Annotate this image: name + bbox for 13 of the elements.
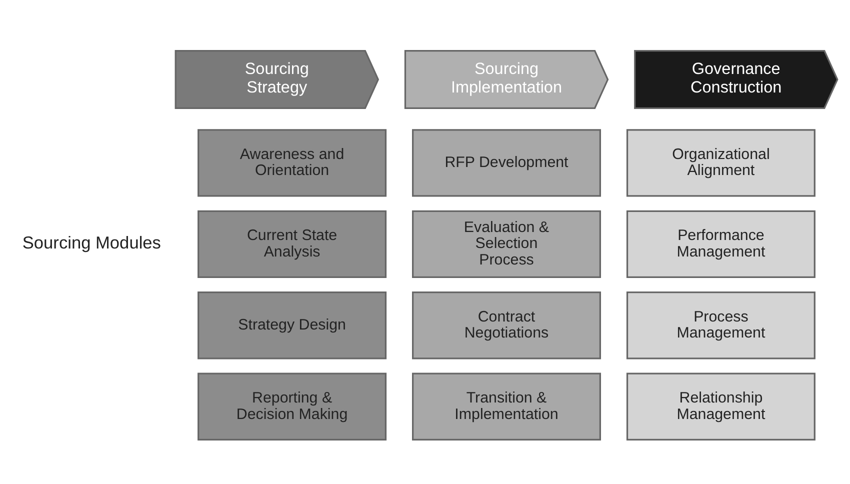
node-box: Performance Management — [626, 210, 816, 278]
label: Sourcing Modules — [22, 232, 161, 252]
node-box: Contract Negotiations — [412, 292, 601, 360]
node-box: Awareness and Orientation — [198, 129, 387, 197]
node-box: RFP Development — [412, 129, 601, 197]
node-box: Evaluation & Selection Process — [412, 210, 601, 278]
node-box: Process Management — [626, 292, 816, 360]
node-box: Relationship Management — [626, 372, 816, 440]
node-box: Current State Analysis — [198, 210, 387, 278]
node-box: Strategy Design — [198, 292, 387, 360]
node-box: Transition & Implementation — [412, 372, 601, 440]
node-box: Organizational Alignment — [626, 129, 816, 197]
node-box: Reporting & Decision Making — [198, 372, 387, 440]
